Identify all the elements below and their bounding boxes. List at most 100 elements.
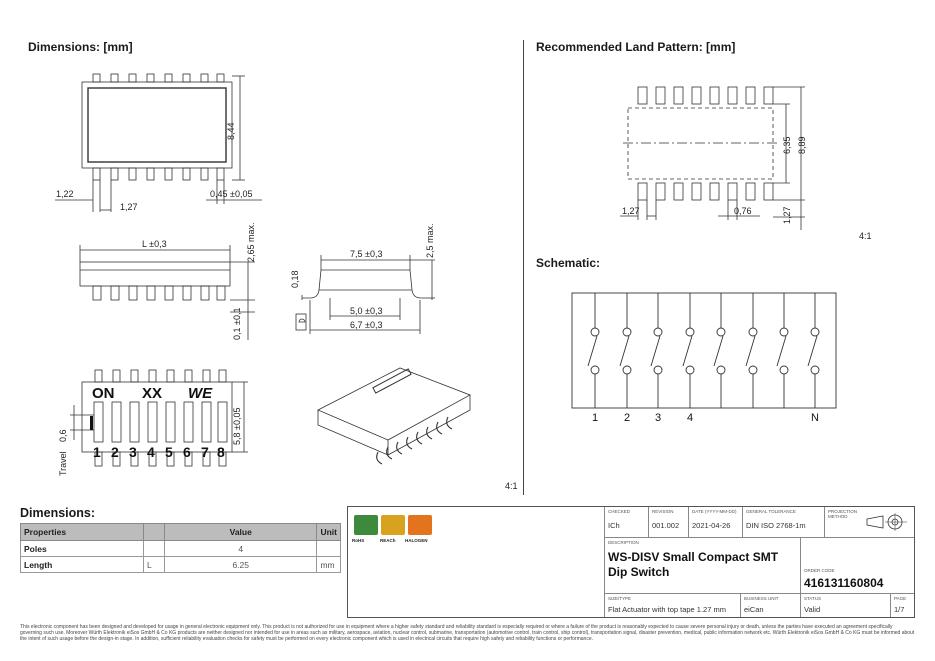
dim-67: 6,7 ±0,3 (350, 320, 382, 330)
switch-6 (745, 293, 758, 408)
land-pattern-heading: Recommended Land Pattern: [mm] (536, 40, 736, 54)
iso-view-pins (376, 416, 453, 465)
row-value: 6.25 (163, 556, 318, 573)
halogen-badge (408, 515, 432, 535)
dim-01: 0,1 ±0,1 (232, 308, 242, 340)
top-view-inner (87, 87, 227, 163)
land-pattern-drawing: 6,35 8,89 1,27 0,76 1,27 (620, 86, 807, 230)
pin-label-4: 4 (687, 412, 693, 424)
dim-018: 0,18 (290, 270, 300, 288)
table-header-row: Properties Value Unit (20, 523, 341, 541)
lp-dim-127-b: 1,27 (782, 206, 792, 224)
disclaimer-footer: This electronic component has been desig… (20, 624, 915, 642)
side-view-pins (92, 285, 226, 301)
row-property: Poles (20, 540, 144, 557)
order-code: 416131160804 (804, 576, 884, 590)
schematic-heading: Schematic: (536, 256, 601, 270)
date-cell: DATE (YYYY-MM-DD)2021-04-26 (688, 507, 742, 537)
dim-travel-label: Travel (58, 451, 68, 476)
header-unit: Unit (316, 523, 341, 541)
front-view-slots (93, 401, 228, 443)
pin-label-1: 1 (592, 412, 598, 424)
travel-marker (90, 416, 93, 430)
dim-122: 1,22 (56, 189, 74, 199)
dim-25: 2,5 max. (425, 223, 435, 258)
dim-travel-value: 0,6 (58, 429, 68, 442)
order-cell: ORDER CODE 416131160804 (800, 537, 914, 593)
properties-table: Properties Value Unit Poles 4 Length L 6… (20, 523, 341, 573)
divider-line (523, 40, 524, 495)
row-unit: mm (316, 556, 341, 573)
dim-045: 0,45 ±0,05 (210, 189, 252, 199)
land-pattern-scale: 4:1 (859, 231, 872, 241)
table-row: Length L 6.25 mm (20, 556, 341, 573)
pin-label-3: 3 (655, 412, 661, 424)
lp-dim-127-a: 1,27 (622, 206, 640, 216)
svg-text:3: 3 (129, 444, 137, 460)
lp-dim-635: 6,35 (782, 136, 792, 154)
top-view-body (81, 81, 233, 169)
land-pads-top (637, 86, 774, 105)
end-view-body (318, 269, 413, 291)
svg-text:4: 4 (147, 444, 155, 460)
switch-1 (587, 293, 600, 408)
dimensions-heading: Dimensions: [mm] (28, 40, 133, 54)
svg-text:7: 7 (201, 444, 209, 460)
description-cell: DESCRIPTION WS-DISV Small Compact SMT Di… (604, 537, 800, 593)
dim-75: 7,5 ±0,3 (350, 249, 382, 259)
projection-symbol-icon (866, 513, 907, 531)
dim-127: 1,27 (120, 202, 138, 212)
header-value: Value (163, 523, 318, 541)
iso-slots (372, 368, 412, 394)
svg-text:5: 5 (165, 444, 173, 460)
switch-8 (807, 293, 820, 408)
switch-7 (776, 293, 789, 408)
on-mark: ON (92, 385, 115, 402)
dimensions-table-heading: Dimensions: (20, 506, 96, 520)
table-row: Poles 4 (20, 540, 341, 557)
drawing-scale: 4:1 (505, 481, 518, 491)
switch-2 (619, 293, 632, 408)
row-unit (316, 540, 341, 557)
iso-view-top (317, 367, 471, 441)
svg-text:1: 1 (93, 444, 101, 460)
svg-text:2: 2 (111, 444, 119, 460)
front-view-pins (94, 369, 227, 467)
product-description: WS-DISV Small Compact SMT Dip Switch (608, 550, 779, 579)
switch-4 (682, 293, 695, 408)
land-pads-bottom (637, 182, 774, 201)
row-property: Length (20, 556, 144, 573)
dim-58: 5,8 ±0,05 (232, 408, 242, 445)
dim-265: 2,65 max. (246, 222, 256, 262)
header-symbol (143, 523, 165, 541)
dim-50: 5,0 ±0,3 (350, 306, 382, 316)
we-logo: WE (188, 385, 213, 402)
pin-label-n: N (811, 412, 819, 424)
row-value: 4 (163, 540, 318, 557)
schematic-drawing: 1 2 3 4 N (571, 292, 837, 424)
dim-844: 8,44 (226, 122, 236, 140)
position-numbers: 1 2 3 4 5 6 7 8 (93, 444, 225, 460)
lp-dim-889: 8,89 (797, 136, 807, 154)
projection-cell: PROJECTION METHOD (824, 507, 914, 537)
header-properties: Properties (20, 523, 144, 541)
side-view-body (79, 261, 231, 287)
top-view-pins (92, 73, 225, 181)
svg-text:8: 8 (217, 444, 225, 460)
rohs-badge (354, 515, 378, 535)
compliance-badges: RoHS REACh HALOGEN (348, 507, 604, 557)
lp-dim-076: 0,76 (734, 206, 752, 216)
svg-text:6: 6 (183, 444, 191, 460)
xx-mark: XX (142, 385, 162, 402)
row-symbol (143, 540, 165, 557)
row-symbol: L (143, 556, 165, 573)
switch-5 (713, 293, 726, 408)
pin-label-2: 2 (624, 412, 630, 424)
